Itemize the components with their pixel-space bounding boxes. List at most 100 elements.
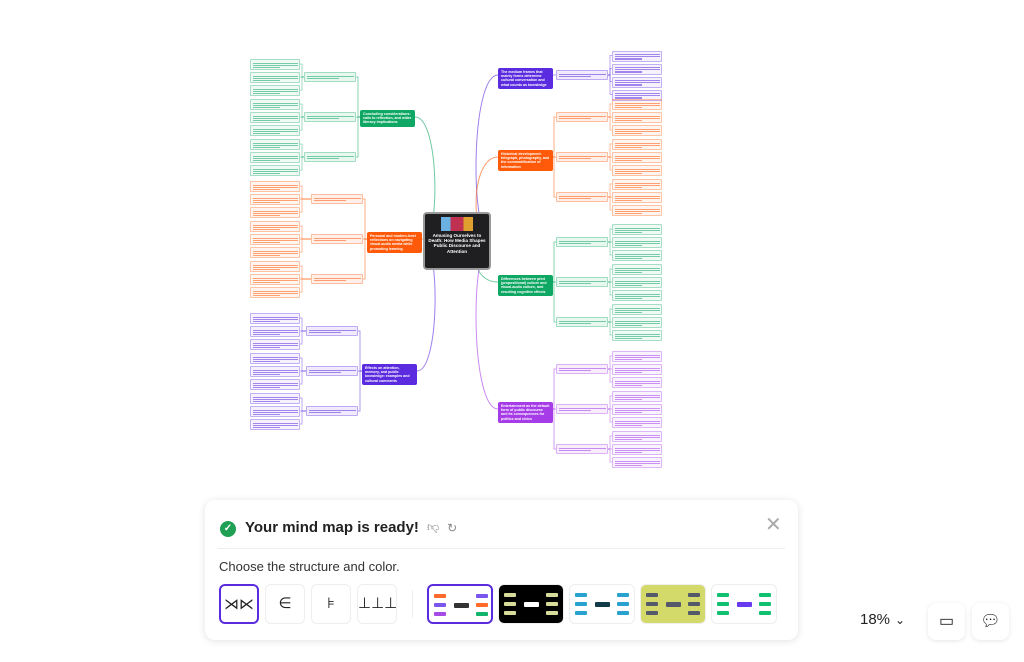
- subtopic-node[interactable]: [556, 192, 608, 202]
- zoom-control[interactable]: 18% ⌄: [860, 611, 905, 628]
- leaf-node[interactable]: [612, 179, 662, 190]
- structure-org-chart-button[interactable]: ⊥⊥⊥: [357, 584, 397, 624]
- subtopic-node[interactable]: [556, 317, 608, 327]
- branch-node[interactable]: Effects on attention, memory, and public…: [362, 364, 417, 385]
- color-theme-5-option[interactable]: [711, 584, 777, 624]
- leaf-node[interactable]: [250, 406, 300, 417]
- subtopic-node[interactable]: [306, 326, 358, 336]
- leaf-node[interactable]: [250, 274, 300, 285]
- leaf-node[interactable]: [250, 85, 300, 96]
- leaf-node[interactable]: [612, 224, 662, 235]
- leaf-node[interactable]: [250, 99, 300, 110]
- branch-node[interactable]: Differences between print (propositional…: [498, 275, 553, 296]
- leaf-node[interactable]: [612, 404, 662, 415]
- leaf-node[interactable]: [612, 237, 662, 248]
- leaf-node[interactable]: [250, 287, 300, 298]
- leaf-node[interactable]: [612, 125, 662, 136]
- subtopic-node[interactable]: [556, 237, 608, 247]
- leaf-node[interactable]: [612, 417, 662, 428]
- branch-node[interactable]: The medium frames that mainly forms dete…: [498, 68, 553, 89]
- structure-mind-map-button[interactable]: ⋊⋉: [219, 584, 259, 624]
- subtopic-node[interactable]: [304, 112, 356, 122]
- leaf-node[interactable]: [250, 59, 300, 70]
- chat-button[interactable]: 💬︎: [972, 603, 1009, 640]
- subtopic-node[interactable]: [311, 234, 363, 244]
- leaf-node[interactable]: [250, 125, 300, 136]
- leaf-node[interactable]: [250, 139, 300, 150]
- leaf-node[interactable]: [250, 181, 300, 192]
- color-theme-3-option[interactable]: [569, 584, 635, 624]
- subtopic-node[interactable]: [304, 152, 356, 162]
- subtopic-node[interactable]: [556, 364, 608, 374]
- leaf-node[interactable]: [250, 313, 300, 324]
- subtopic-node[interactable]: [556, 444, 608, 454]
- leaf-node[interactable]: [250, 366, 300, 377]
- leaf-node[interactable]: [612, 99, 662, 110]
- thumbs-down-icon[interactable]: 👎︎: [426, 520, 440, 534]
- leaf-node[interactable]: [250, 207, 300, 218]
- leaf-node[interactable]: [612, 152, 662, 163]
- leaf-node[interactable]: [612, 112, 662, 123]
- subtopic-node[interactable]: [556, 70, 608, 80]
- regenerate-icon[interactable]: ↻: [447, 520, 458, 535]
- leaf-node[interactable]: [250, 165, 300, 176]
- leaf-node[interactable]: [250, 72, 300, 83]
- subtopic-node[interactable]: [556, 404, 608, 414]
- leaf-node[interactable]: [612, 63, 662, 75]
- subtopic-node[interactable]: [556, 112, 608, 122]
- zoom-level[interactable]: 18%: [860, 611, 891, 628]
- subtopic-node[interactable]: [306, 366, 358, 376]
- leaf-node[interactable]: [250, 326, 300, 337]
- leaf-node[interactable]: [612, 290, 662, 301]
- leaf-node[interactable]: [612, 457, 662, 468]
- leaf-node[interactable]: [612, 192, 662, 203]
- subtopic-node[interactable]: [311, 274, 363, 284]
- color-theme-1-option[interactable]: [427, 584, 493, 624]
- leaf-node[interactable]: [612, 351, 662, 362]
- central-topic-node[interactable]: Amusing Ourselves to Death: How Media Sh…: [423, 212, 491, 270]
- leaf-node[interactable]: [612, 264, 662, 275]
- leaf-node[interactable]: [250, 419, 300, 430]
- leaf-node[interactable]: [612, 330, 662, 341]
- mind-map-canvas[interactable]: Amusing Ourselves to Death: How Media Sh…: [0, 0, 1024, 500]
- subtopic-node[interactable]: [306, 406, 358, 416]
- leaf-node[interactable]: [612, 304, 662, 315]
- close-icon[interactable]: ✕: [765, 514, 782, 536]
- leaf-node[interactable]: [612, 250, 662, 261]
- leaf-node[interactable]: [612, 444, 662, 455]
- color-theme-4-option[interactable]: [640, 584, 706, 624]
- leaf-node[interactable]: [612, 205, 662, 216]
- leaf-node[interactable]: [250, 261, 300, 272]
- leaf-node[interactable]: [250, 221, 300, 232]
- leaf-node[interactable]: [612, 391, 662, 402]
- leaf-node[interactable]: [250, 234, 300, 245]
- color-theme-2-option[interactable]: [498, 584, 564, 624]
- leaf-node[interactable]: [612, 139, 662, 150]
- branch-node[interactable]: Personal and modern-level reflections on…: [367, 232, 422, 253]
- leaf-node[interactable]: [250, 247, 300, 258]
- subtopic-node[interactable]: [556, 152, 608, 162]
- subtopic-node[interactable]: [304, 72, 356, 82]
- structure-tree-button[interactable]: ⊧: [311, 584, 351, 624]
- leaf-node[interactable]: [250, 112, 300, 123]
- leaf-node[interactable]: [612, 317, 662, 328]
- leaf-node[interactable]: [250, 379, 300, 390]
- leaf-node[interactable]: [612, 277, 662, 288]
- subtitles-button[interactable]: ▭: [928, 603, 965, 640]
- leaf-node[interactable]: [612, 165, 662, 176]
- structure-logic-right-button[interactable]: ∈: [265, 584, 305, 624]
- leaf-node[interactable]: [250, 152, 300, 163]
- leaf-node[interactable]: [250, 353, 300, 364]
- subtopic-node[interactable]: [556, 277, 608, 287]
- leaf-node[interactable]: [250, 339, 300, 350]
- branch-node[interactable]: Concluding considerations: calls to refl…: [360, 110, 415, 127]
- leaf-node[interactable]: [612, 364, 662, 375]
- leaf-node[interactable]: [612, 431, 662, 442]
- leaf-node[interactable]: [250, 393, 300, 404]
- branch-node[interactable]: Entertainment as the default form of pub…: [498, 402, 553, 423]
- leaf-node[interactable]: [250, 194, 300, 205]
- chevron-down-icon[interactable]: ⌄: [895, 612, 906, 627]
- leaf-node[interactable]: [612, 377, 662, 388]
- leaf-node[interactable]: [612, 50, 662, 62]
- subtopic-node[interactable]: [311, 194, 363, 204]
